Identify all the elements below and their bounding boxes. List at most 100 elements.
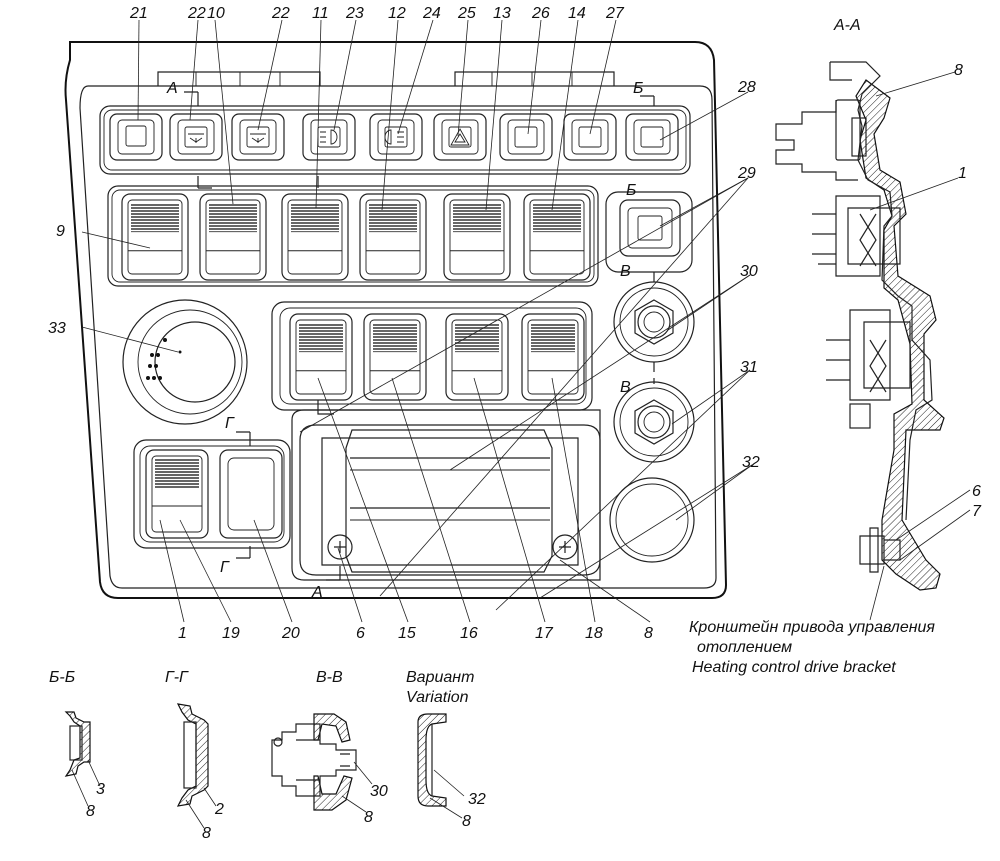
rocker-lower-3 xyxy=(521,313,585,401)
callout-top-4: 11 xyxy=(312,5,329,22)
callout-9: 9 xyxy=(56,223,65,240)
knob-31 xyxy=(613,381,695,463)
mark-a-top: А xyxy=(166,80,178,97)
rocker-top-0 xyxy=(121,193,189,281)
section-gg: Г-Г 2 8 xyxy=(165,669,224,842)
section-aa-title: А-А xyxy=(833,17,861,34)
callout-top-7: 24 xyxy=(422,5,441,22)
callout-bottom-3: 6 xyxy=(356,625,365,642)
callouts-bottom: 1 19 20 6 15 16 17 18 8 xyxy=(178,625,653,642)
callout-top-6: 12 xyxy=(388,5,406,22)
vv-callout-30: 30 xyxy=(370,783,388,800)
rocker-lower-1 xyxy=(363,313,427,401)
vv-callout-8: 8 xyxy=(364,809,373,826)
plug-32 xyxy=(609,477,695,563)
rocker-top-3 xyxy=(359,193,427,281)
mark-v-1: В xyxy=(620,263,631,280)
top-button-22b xyxy=(231,113,285,161)
callout-31: 31 xyxy=(740,359,758,376)
aa-callout-7: 7 xyxy=(972,503,982,520)
mark-v-2: В xyxy=(620,379,631,396)
callout-bottom-1: 19 xyxy=(222,625,240,642)
section-vv-title: В-В xyxy=(316,669,343,686)
top-button-28 xyxy=(625,113,679,161)
rocker-switches-row xyxy=(121,193,591,281)
callout-top-8: 25 xyxy=(457,5,476,22)
variation-callout-32: 32 xyxy=(468,791,486,808)
section-gg-title: Г-Г xyxy=(165,669,189,686)
top-row-frame xyxy=(99,105,691,175)
knob-30 xyxy=(613,281,695,363)
top-button-27 xyxy=(563,113,617,161)
aa-callout-6: 6 xyxy=(972,483,981,500)
rocker-19 xyxy=(145,449,209,539)
callout-top-2: 10 xyxy=(207,5,225,22)
variation-title-ru: Вариант xyxy=(406,669,474,686)
gg-callout-8: 8 xyxy=(202,825,211,842)
rocker-top-2 xyxy=(281,193,349,281)
aa-callout-8: 8 xyxy=(954,62,963,79)
callout-29: 29 xyxy=(737,165,756,182)
rocker-top-5 xyxy=(523,193,591,281)
callout-top-5: 23 xyxy=(345,5,364,22)
rocker-top-4 xyxy=(443,193,511,281)
section-vv: В-В 30 8 xyxy=(271,669,388,826)
leaders-top xyxy=(81,19,753,623)
bracket-caption-en: Heating control drive bracket xyxy=(692,659,896,676)
callout-32: 32 xyxy=(742,454,760,471)
rocker-20 xyxy=(219,449,283,539)
variation: Вариант Variation 32 8 xyxy=(406,669,486,830)
callout-bottom-2: 20 xyxy=(281,625,300,642)
variation-callout-8: 8 xyxy=(462,813,471,830)
mark-b-top: Б xyxy=(633,80,643,97)
callout-bottom-7: 18 xyxy=(585,625,603,642)
callout-30: 30 xyxy=(740,263,758,280)
mark-a-bottom: А xyxy=(311,584,323,601)
callout-33: 33 xyxy=(48,320,66,337)
air-vent xyxy=(299,424,601,576)
top-button-26 xyxy=(499,113,553,161)
rocker-row-frame xyxy=(107,185,599,287)
rocker-lower-2 xyxy=(445,313,509,401)
top-button-25 xyxy=(433,113,487,161)
section-bb-title: Б-Б xyxy=(49,669,75,686)
switch-29-frame xyxy=(605,191,693,273)
bottom-left-frame xyxy=(133,439,291,549)
panel-outline xyxy=(64,41,728,599)
callout-bottom-6: 17 xyxy=(535,625,554,642)
callout-top-10: 26 xyxy=(531,5,550,22)
top-button-24 xyxy=(369,113,423,161)
mark-g-top: Г xyxy=(225,415,235,432)
variation-title-en: Variation xyxy=(406,689,469,706)
rocker-top-1 xyxy=(199,193,267,281)
section-bb: Б-Б 3 8 xyxy=(49,669,105,820)
panel-inner-outline xyxy=(79,85,717,589)
section-marks xyxy=(184,91,655,581)
switch-panel: А Б Б В В Г Г А xyxy=(64,41,728,601)
callout-top-11: 14 xyxy=(568,5,586,22)
callout-top-1: 22 xyxy=(187,5,206,22)
callout-bottom-4: 15 xyxy=(398,625,416,642)
section-aa: А-А 8 1 6 7 Кронштейн привода управления… xyxy=(689,17,982,676)
knob-33 xyxy=(122,299,248,425)
rocker-lower-0 xyxy=(289,313,353,401)
top-button-21 xyxy=(109,113,163,161)
callout-top-3: 22 xyxy=(271,5,290,22)
mark-b-right: Б xyxy=(626,182,636,199)
vent-frame xyxy=(291,409,601,581)
callout-bottom-0: 1 xyxy=(178,625,187,642)
callout-bottom-5: 16 xyxy=(460,625,478,642)
callout-top-0: 21 xyxy=(129,5,148,22)
bb-callout-8: 8 xyxy=(86,803,95,820)
callout-28: 28 xyxy=(737,79,756,96)
callout-bottom-8: 8 xyxy=(644,625,653,642)
aa-callout-1: 1 xyxy=(958,165,967,182)
callout-top-12: 27 xyxy=(605,5,625,22)
top-button-23 xyxy=(302,113,356,161)
bracket-caption-ru-1: Кронштейн привода управления xyxy=(689,619,935,636)
top-button-22a xyxy=(169,113,223,161)
bracket-caption-ru-2: отоплением xyxy=(697,639,792,656)
bb-callout-3: 3 xyxy=(96,781,105,798)
mark-g-bottom: Г xyxy=(220,559,230,576)
